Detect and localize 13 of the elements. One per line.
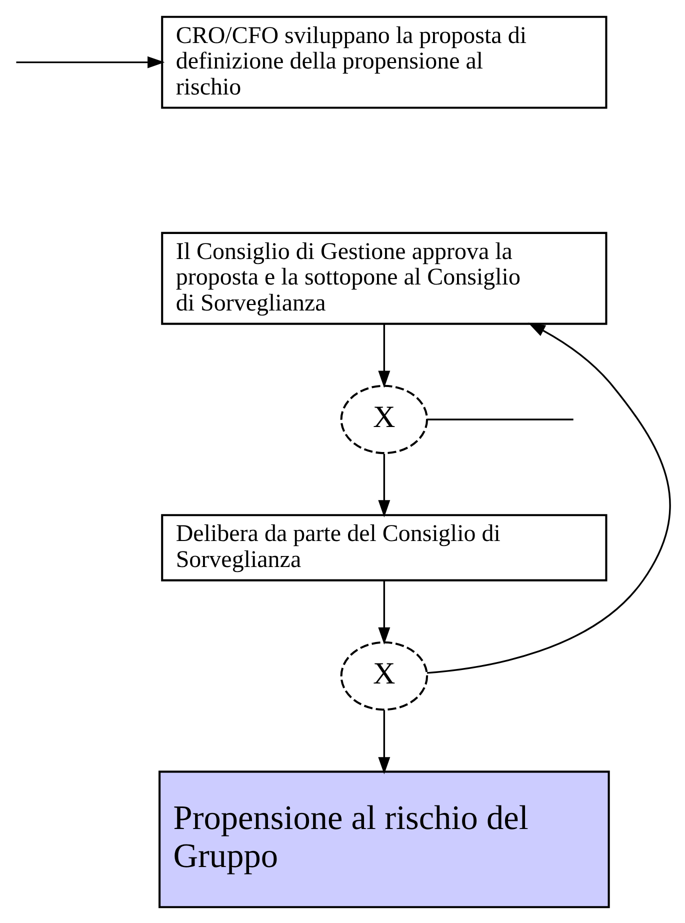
arrow bbox=[426, 322, 671, 674]
arrow bbox=[16, 56, 165, 68]
arrow bbox=[378, 324, 390, 388]
connector bbox=[427, 418, 574, 420]
node-ellipse: X bbox=[340, 384, 428, 454]
arrow bbox=[378, 710, 390, 774]
node-box: Delibera da parte del Consiglio di Sorveglianza bbox=[161, 514, 608, 581]
arrow bbox=[378, 580, 390, 644]
arrow bbox=[378, 454, 390, 517]
node-box: Propensione al rischio del Gruppo bbox=[158, 770, 610, 908]
node-ellipse: X bbox=[340, 640, 428, 710]
node-box: Il Consiglio di Gestione approva la proposta e la sottopone al Consiglio di Sorveglianza bbox=[161, 231, 608, 324]
node-box: CRO/CFO sviluppano la proposta di definizione della propensione al rischio bbox=[161, 15, 608, 108]
